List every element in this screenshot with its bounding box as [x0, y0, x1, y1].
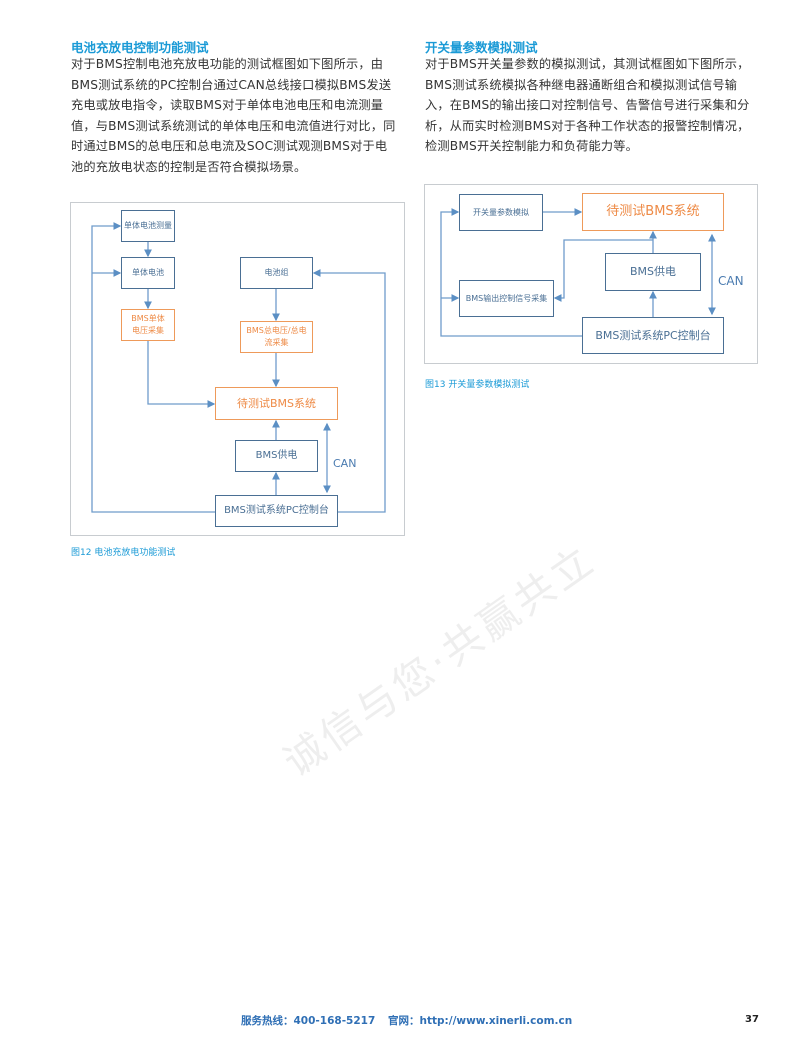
figure12-caption: 图12 电池充放电功能测试 [71, 548, 176, 558]
bms-power-box: BMS供电 [605, 253, 701, 291]
text-line: 析，从而实时检测BMS对于各种工作状态的报警控制情况， [425, 118, 750, 133]
hotline: 服务热线：400-168-5217 [241, 1015, 376, 1027]
can-label: CAN [718, 274, 744, 288]
text-line: 时通过BMS的总电压和总电流及SOC测试观测BMS对于电 [71, 139, 388, 154]
pc-console-box: BMS测试系统PC控制台 [215, 495, 338, 527]
paragraph-right: 对于BMS开关量参数的模拟测试，其测试框图如下图所示， BMS测试系统模拟各种继… [425, 54, 750, 157]
cell-voltage-box: BMS单体电压采集 [121, 309, 175, 341]
page-number: 37 [745, 1014, 759, 1025]
figure13-frame [424, 184, 758, 364]
section-heading-right: 开关量参数模拟测试 [425, 40, 538, 55]
bms-under-test-box: 待测试BMS系统 [582, 193, 724, 231]
output-signal-box: BMS输出控制信号采集 [459, 280, 554, 317]
cell-measure-box: 单体电池测量 [121, 210, 175, 242]
cell-box: 单体电池 [121, 257, 175, 289]
text-line: 对于BMS控制电池充放电功能的测试框图如下图所示，由 [71, 57, 384, 71]
text-line: 充电或放电指令，读取BMS对于单体电池电压和电流测量 [71, 98, 384, 113]
text-line: 检测BMS开关控制能力和负荷能力等。 [425, 139, 639, 154]
figure12-frame [70, 202, 405, 536]
text-line: BMS测试系统模拟各种继电器通断组合和模拟测试信号输 [425, 77, 738, 92]
figure13-caption: 图13 开关量参数模拟测试 [425, 380, 530, 390]
text-line: BMS测试系统的PC控制台通过CAN总线接口模拟BMS发送 [71, 77, 392, 92]
pc-console-box: BMS测试系统PC控制台 [582, 317, 724, 354]
website-link[interactable]: 官网：http://www.xinerli.com.cn [388, 1015, 573, 1027]
paragraph-left: 对于BMS控制电池充放电功能的测试框图如下图所示，由 BMS测试系统的PC控制台… [71, 54, 396, 178]
text-line: 入，在BMS的输出接口对控制信号、告警信号进行采集和分 [425, 98, 750, 113]
text-line: 值，与BMS测试系统测试的单体电压和电流值进行对比，同 [71, 118, 396, 133]
bms-power-box: BMS供电 [235, 440, 318, 472]
text-line: 池的充放电状态的控制是否符合模拟场景。 [71, 159, 307, 174]
pack-box: 电池组 [240, 257, 313, 289]
section-heading-left: 电池充放电控制功能测试 [71, 40, 209, 55]
total-voltage-current-box: BMS总电压/总电流采集 [240, 321, 313, 353]
text-line: 对于BMS开关量参数的模拟测试，其测试框图如下图所示， [425, 57, 750, 71]
bms-under-test-box: 待测试BMS系统 [215, 387, 338, 420]
switch-sim-box: 开关量参数模拟 [459, 194, 543, 231]
can-label: CAN [333, 457, 357, 470]
